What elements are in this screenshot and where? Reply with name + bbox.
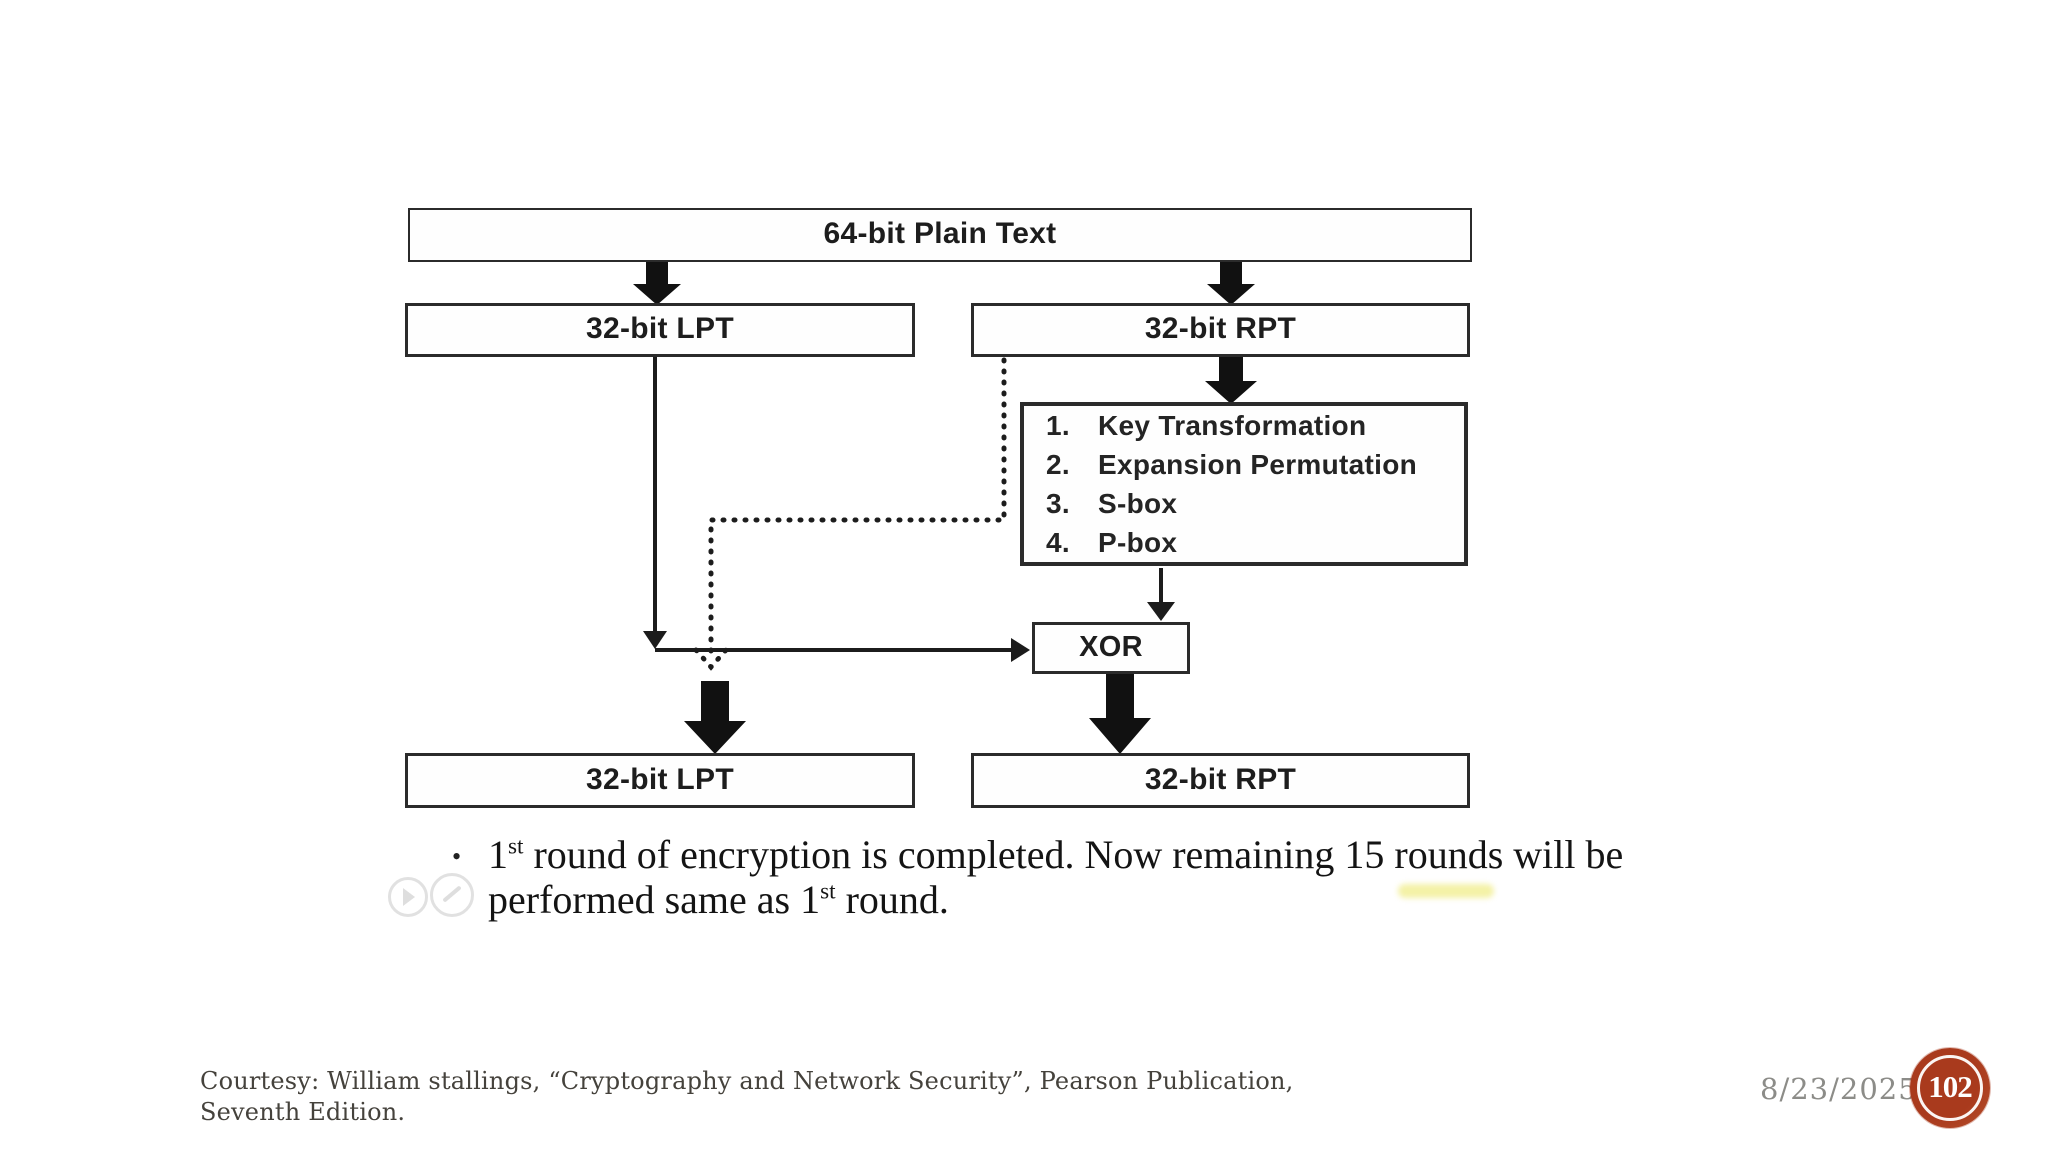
rpt-bottom-box: 32-bit RPT bbox=[971, 753, 1470, 808]
arrow-rpt-to-ops bbox=[1205, 357, 1257, 404]
plaintext-label: 64-bit Plain Text bbox=[823, 217, 1057, 250]
arrow-plaintext-to-rpt bbox=[1207, 262, 1255, 305]
operation-item: 3. S-box bbox=[1046, 488, 1178, 519]
lpt-bottom-box: 32-bit LPT bbox=[405, 753, 915, 808]
dotted-swap-path bbox=[693, 357, 1007, 671]
courtesy-note: Courtesy: William stallings, “Cryptograp… bbox=[200, 1066, 1294, 1128]
arrow-xor-to-rpt-bottom bbox=[1089, 674, 1151, 754]
play-triangle-icon bbox=[403, 888, 415, 906]
highlighter-mark bbox=[1398, 884, 1494, 898]
ghost-pencil-icon bbox=[430, 873, 474, 917]
xor-box: XOR bbox=[1032, 622, 1190, 674]
plaintext-box: 64-bit Plain Text bbox=[408, 208, 1472, 262]
slide-date: 8/23/2025 bbox=[1760, 1072, 1918, 1106]
lpt-bottom-label: 32-bit LPT bbox=[585, 762, 734, 796]
bullet-line2: performed same as 1st round. bbox=[488, 877, 949, 922]
operations-box: 1. Key Transformation 2. Expansion Permu… bbox=[1020, 402, 1468, 566]
bullet-line1: 1st round of encryption is completed. No… bbox=[488, 832, 1624, 877]
bullet-paragraph: • 1st round of encryption is completed. … bbox=[452, 832, 1812, 922]
operation-item: 4. P-box bbox=[1046, 527, 1178, 558]
courtesy-line1: Courtesy: William stallings, “Cryptograp… bbox=[200, 1067, 1294, 1095]
operation-item: 1. Key Transformation bbox=[1046, 410, 1367, 441]
courtesy-line2: Seventh Edition. bbox=[200, 1098, 406, 1126]
arrow-plaintext-to-lpt bbox=[633, 262, 681, 305]
lpt-top-box: 32-bit LPT bbox=[405, 303, 915, 357]
arrow-ops-to-xor bbox=[1147, 568, 1175, 621]
rpt-bottom-label: 32-bit RPT bbox=[1144, 762, 1297, 796]
rpt-top-box: 32-bit RPT bbox=[971, 303, 1470, 357]
arrow-lpt-to-xor bbox=[643, 357, 1030, 662]
page-number: 102 bbox=[1928, 1069, 1972, 1104]
page-number-badge: 102 bbox=[1910, 1048, 1990, 1128]
arrow-swap-to-lpt-bottom bbox=[684, 681, 746, 754]
bullet-marker: • bbox=[452, 842, 462, 871]
xor-label: XOR bbox=[1079, 630, 1143, 663]
ghost-play-icon bbox=[388, 877, 428, 917]
operation-item: 2. Expansion Permutation bbox=[1046, 449, 1418, 480]
rpt-top-label: 32-bit RPT bbox=[1144, 312, 1297, 345]
lpt-top-label: 32-bit LPT bbox=[585, 312, 734, 345]
